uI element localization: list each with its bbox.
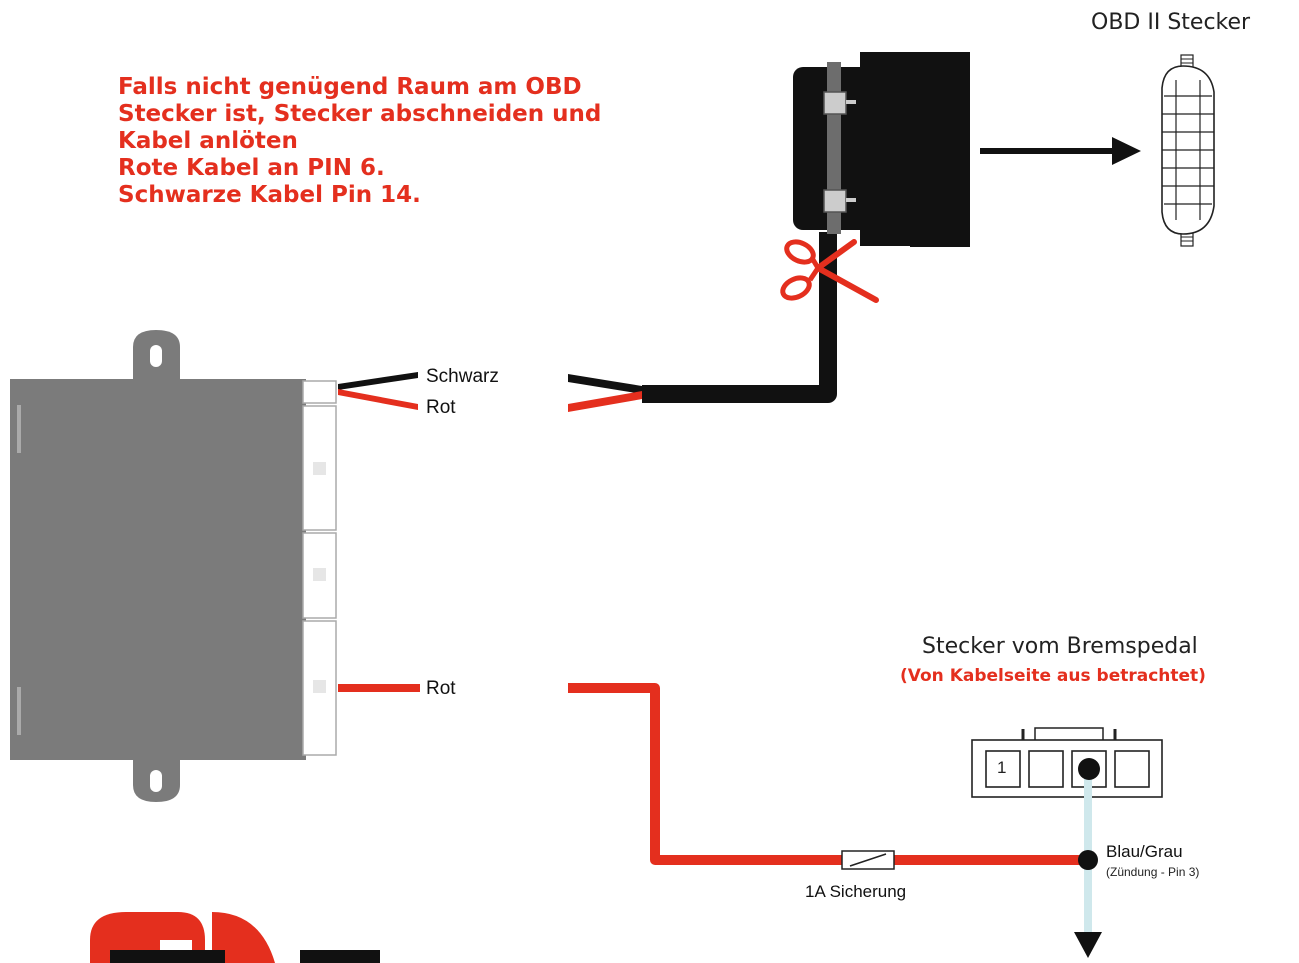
scissors-icon — [780, 239, 879, 303]
brake-connector-subtitle: (Von Kabelseite aus betrachtet) — [900, 666, 1206, 686]
ignition-wire-note: (Zündung - Pin 3) — [1106, 865, 1200, 879]
note-line-3: Kabel anlöten — [118, 128, 298, 154]
arrow-down-icon — [1074, 932, 1102, 958]
note-line-1: Falls nicht genügend Raum am OBD — [118, 74, 582, 100]
install-note: Falls nicht genügend Raum am OBD Stecker… — [118, 74, 601, 209]
note-line-2: Stecker ist, Stecker abschneiden und — [118, 101, 602, 127]
black-wire-label: Schwarz — [426, 366, 499, 387]
mount-hole-bottom — [150, 770, 162, 792]
module-highlight-bottom — [17, 687, 21, 735]
pin-2 — [1028, 750, 1064, 788]
module-red-wire-bottom — [338, 684, 420, 692]
note-line-5: Schwarze Kabel Pin 14. — [118, 182, 421, 208]
mount-hole-top — [150, 345, 162, 367]
pin-4 — [1114, 750, 1150, 788]
brake-connector — [971, 727, 1163, 798]
red-wire-label-bottom: Rot — [426, 678, 456, 699]
pin-1-label: 1 — [997, 758, 1007, 777]
junction-dot — [1078, 850, 1098, 870]
module-body — [10, 379, 306, 760]
obd-plug-icon — [1161, 54, 1215, 247]
module-highlight-top — [17, 405, 21, 453]
fuse-label: 1A Sicherung — [805, 882, 907, 901]
red-wire-label-top: Rot — [426, 397, 456, 418]
fuse-icon — [841, 850, 895, 870]
note-line-4: Rote Kabel an PIN 6. — [118, 155, 385, 181]
arrow-right-icon — [980, 137, 1141, 165]
obd-cable-pair — [568, 232, 837, 412]
obd-connector-label: OBD II Stecker — [1091, 10, 1251, 35]
pin-1 — [985, 750, 1021, 788]
control-module — [10, 330, 337, 802]
obd-cable — [642, 232, 837, 403]
obd-adapter — [793, 52, 970, 247]
ignition-wire-label: Blau/Grau — [1106, 842, 1183, 861]
module-wire-pair — [338, 372, 418, 410]
module-port-1 — [302, 380, 337, 404]
brand-logo — [90, 912, 380, 963]
brake-connector-title: Stecker vom Bremspedal — [922, 634, 1198, 659]
pin-3-contact — [1078, 758, 1100, 780]
